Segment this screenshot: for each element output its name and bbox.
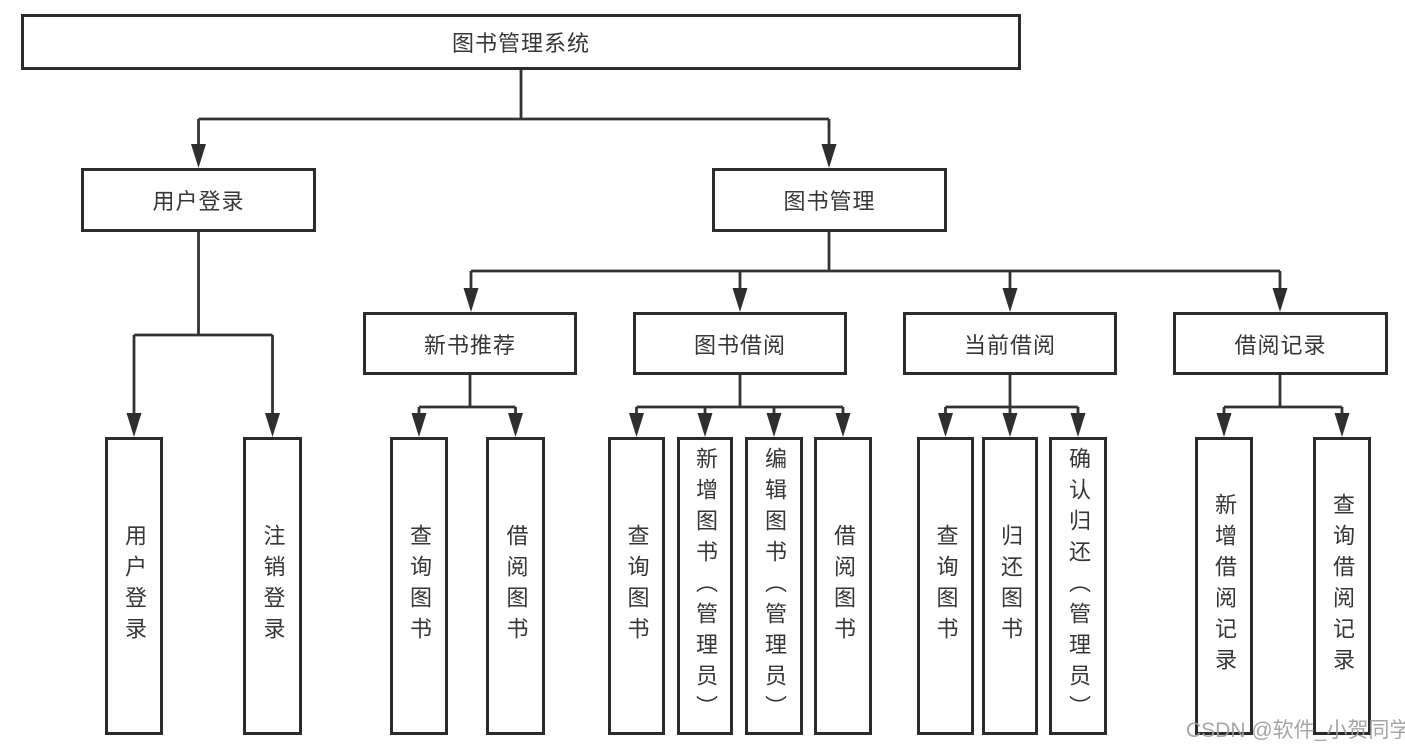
node-root: 图书管理系统 (21, 14, 1021, 70)
leaf-cb-return-books: 归还图书 (982, 437, 1038, 735)
node-user-login: 用户登录 (81, 168, 316, 232)
leaf-rec-borrow-books-label: 借阅图书 (503, 524, 529, 648)
leaf-bb-query-books: 查询图书 (608, 437, 665, 735)
leaf-cb-confirm-return-admin: 确认归还（管理员） (1049, 437, 1107, 735)
leaf-cb-query-books-label: 查询图书 (933, 524, 959, 648)
node-current-borrow: 当前借阅 (903, 312, 1117, 375)
connector-current-borrow-children (938, 375, 1086, 437)
connector-user-login-children (126, 232, 280, 437)
leaf-bb-add-books-admin-label: 新增图书（管理员） (693, 446, 718, 726)
leaf-bb-borrow-books-label: 借阅图书 (831, 524, 856, 648)
node-book-mgmt-label: 图书管理 (783, 189, 876, 214)
connector-book-mgmt-children (463, 232, 1288, 312)
leaf-bb-edit-books-admin: 编辑图书（管理员） (745, 437, 803, 735)
connector-root-to-level2 (191, 70, 837, 168)
leaf-bb-query-books-label: 查询图书 (624, 524, 650, 648)
leaf-br-add-record-label: 新增借阅记录 (1212, 493, 1237, 679)
leaf-cb-return-books-label: 归还图书 (998, 524, 1023, 648)
node-borrow-records: 借阅记录 (1173, 312, 1388, 375)
leaf-br-add-record: 新增借阅记录 (1195, 437, 1253, 735)
node-root-label: 图书管理系统 (451, 31, 590, 56)
leaf-rec-borrow-books: 借阅图书 (486, 437, 545, 735)
leaf-bb-add-books-admin: 新增图书（管理员） (677, 437, 733, 735)
leaf-user-login: 用户登录 (105, 437, 163, 735)
node-user-login-label: 用户登录 (152, 189, 245, 214)
leaf-cb-query-books: 查询图书 (917, 437, 974, 735)
leaf-logout-label: 注销登录 (260, 524, 286, 648)
connector-book-borrow-children (629, 375, 851, 437)
node-book-mgmt: 图书管理 (712, 168, 947, 232)
leaf-br-query-record: 查询借阅记录 (1313, 437, 1371, 735)
leaf-cb-confirm-return-admin-label: 确认归还（管理员） (1066, 446, 1091, 726)
leaf-user-login-label: 用户登录 (122, 524, 147, 648)
leaf-rec-query-books-label: 查询图书 (407, 524, 432, 648)
node-current-borrow-label: 当前借阅 (963, 332, 1056, 358)
watermark: CSDN @软件_小贺同学 (1186, 719, 1405, 742)
node-book-borrow: 图书借阅 (633, 312, 847, 375)
leaf-bb-borrow-books: 借阅图书 (814, 437, 872, 735)
node-new-book-rec: 新书推荐 (363, 312, 577, 375)
connector-new-book-rec-children (411, 375, 523, 437)
node-borrow-records-label: 借阅记录 (1234, 332, 1327, 358)
leaf-logout: 注销登录 (243, 437, 302, 735)
leaf-br-query-record-label: 查询借阅记录 (1330, 493, 1355, 679)
node-book-borrow-label: 图书借阅 (693, 332, 786, 358)
leaf-rec-query-books: 查询图书 (390, 437, 448, 735)
connector-borrow-records-children (1216, 375, 1350, 437)
node-new-book-rec-label: 新书推荐 (423, 332, 516, 358)
leaf-bb-edit-books-admin-label: 编辑图书（管理员） (762, 446, 787, 726)
